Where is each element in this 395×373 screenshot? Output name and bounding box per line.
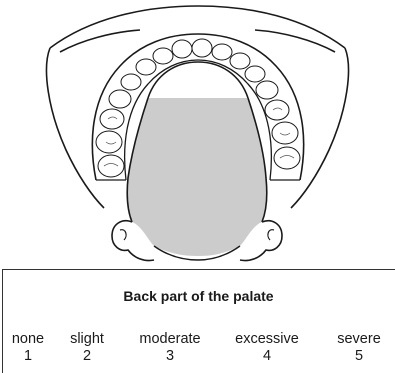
tooth [98,155,124,177]
scale-option-4[interactable]: excessive 4 [217,331,317,365]
tooth [100,109,124,129]
palate-shaded-area [127,98,266,256]
rating-scale-panel: Back part of the palate none 1 slight 2 … [2,269,395,373]
left-tonsil [120,230,126,240]
scale-option-3[interactable]: moderate 3 [120,331,220,365]
right-tonsil [268,230,274,240]
tooth [274,147,300,169]
palate-diagram [0,0,395,262]
scale-option-value: 3 [120,348,220,365]
tooth [136,59,156,75]
tooth [265,100,289,120]
scale-option-value: 5 [309,348,395,365]
tooth [121,74,141,90]
tooth [212,44,232,60]
scale-option-label: excessive [217,331,317,348]
scale-option-value: 4 [217,348,317,365]
scale-option-5[interactable]: severe 5 [309,331,395,365]
scale-option-label: severe [309,331,395,348]
tooth [256,81,278,99]
palate-front-outline [148,62,248,98]
tooth [172,40,192,58]
scale-option-label: moderate [120,331,220,348]
tooth [230,53,250,69]
tooth [96,131,122,153]
left-cheek-fold [47,30,140,208]
tooth [153,48,173,64]
scale-title: Back part of the palate [3,288,394,304]
tooth [192,39,212,57]
tooth [272,122,298,144]
tooth [109,90,131,108]
tooth [245,66,265,82]
